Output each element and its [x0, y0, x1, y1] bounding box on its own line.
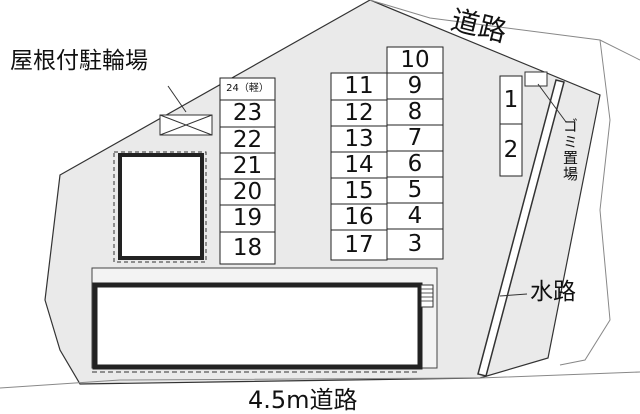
parking-slot	[219, 152, 276, 180]
parking-slot	[386, 228, 444, 260]
parking-slot-number: 10	[400, 46, 430, 73]
parking-slot	[219, 204, 276, 233]
parking-slot	[330, 151, 388, 179]
waterway	[477, 79, 565, 377]
parking-slot-number: 17	[344, 231, 374, 258]
parking-slot	[219, 99, 276, 128]
parking-slot	[219, 126, 276, 154]
parking-slot-number: 20	[232, 178, 263, 205]
bicycle-parking-cross-b	[159, 114, 213, 136]
parking-slot-number: 13	[344, 125, 374, 152]
garbage-leader	[537, 83, 567, 123]
parking-slot-number: 5	[407, 176, 423, 203]
parking-slot-number: 6	[407, 150, 423, 177]
parking-slot	[386, 124, 444, 152]
small-building-dash	[113, 151, 207, 263]
parking-slot	[330, 229, 388, 261]
parking-slot-number: 7	[407, 124, 423, 151]
waterway-label: 水路	[530, 279, 576, 305]
waterway-leader	[499, 293, 528, 297]
parking-slot-number: 1	[503, 86, 519, 113]
parking-slot	[499, 123, 523, 177]
parking-slot-number: 14	[344, 151, 374, 178]
parking-slot-number: 24（軽）	[226, 83, 269, 94]
parking-slot-number: 9	[407, 72, 423, 99]
road-label-bottom: 4.5m道路	[248, 386, 358, 414]
parking-slot-number: 3	[407, 230, 423, 257]
parking-slot-number: 12	[344, 99, 374, 126]
bicycle-parking-leader	[167, 85, 187, 113]
site-map	[0, 0, 640, 389]
garbage-label: ゴミ置場	[561, 118, 579, 182]
parking-slot-number: 23	[232, 100, 263, 126]
road-edge-right	[559, 39, 611, 366]
parking-slot-number: 21	[232, 152, 263, 179]
stairs-lines	[421, 288, 433, 302]
parking-slot-number: 19	[232, 205, 263, 231]
parking-slot	[386, 150, 444, 178]
parking-slot	[386, 72, 444, 100]
parking-slot	[219, 231, 276, 265]
parking-slot-number: 8	[407, 98, 423, 125]
stairs	[420, 284, 434, 308]
parking-slot-number: 18	[232, 234, 263, 261]
parking-slot-number: 16	[344, 203, 374, 230]
road-edge-bottom	[0, 371, 640, 389]
road-edge-top	[369, 0, 640, 61]
parking-slot-number: 4	[407, 202, 423, 229]
parking-slot	[330, 125, 388, 153]
main-building	[92, 282, 423, 370]
parking-slot	[386, 98, 444, 126]
parking-slot	[386, 176, 444, 204]
parking-slot-number: 15	[344, 177, 374, 204]
parking-slot-number: 11	[344, 73, 374, 99]
roof-parking-label: 屋根付駐輪場	[10, 48, 148, 74]
small-building	[118, 153, 204, 260]
parking-slots	[219, 46, 523, 265]
parking-slot-number: 22	[232, 126, 263, 153]
parking-slot	[386, 46, 444, 74]
garbage-station	[524, 71, 548, 87]
parking-slot-number: 2	[503, 136, 519, 163]
